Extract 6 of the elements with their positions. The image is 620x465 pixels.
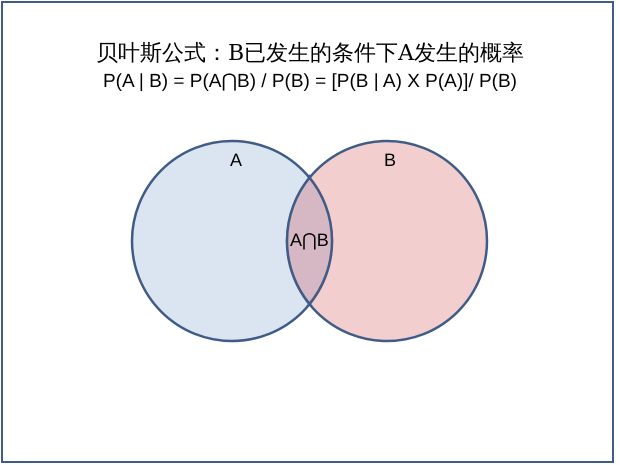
set-label: B (384, 150, 396, 170)
set-label: A (230, 150, 242, 170)
title: 贝叶斯公式：B已发生的条件下A发生的概率 (94, 40, 526, 68)
intersection-region (286, 176, 333, 306)
formula-text: P(A | B) = P(A⋂B) / P(B) = [P(B | A) X P(A)]/ P(B) (102, 70, 518, 93)
set-label: A⋂B (290, 230, 329, 252)
